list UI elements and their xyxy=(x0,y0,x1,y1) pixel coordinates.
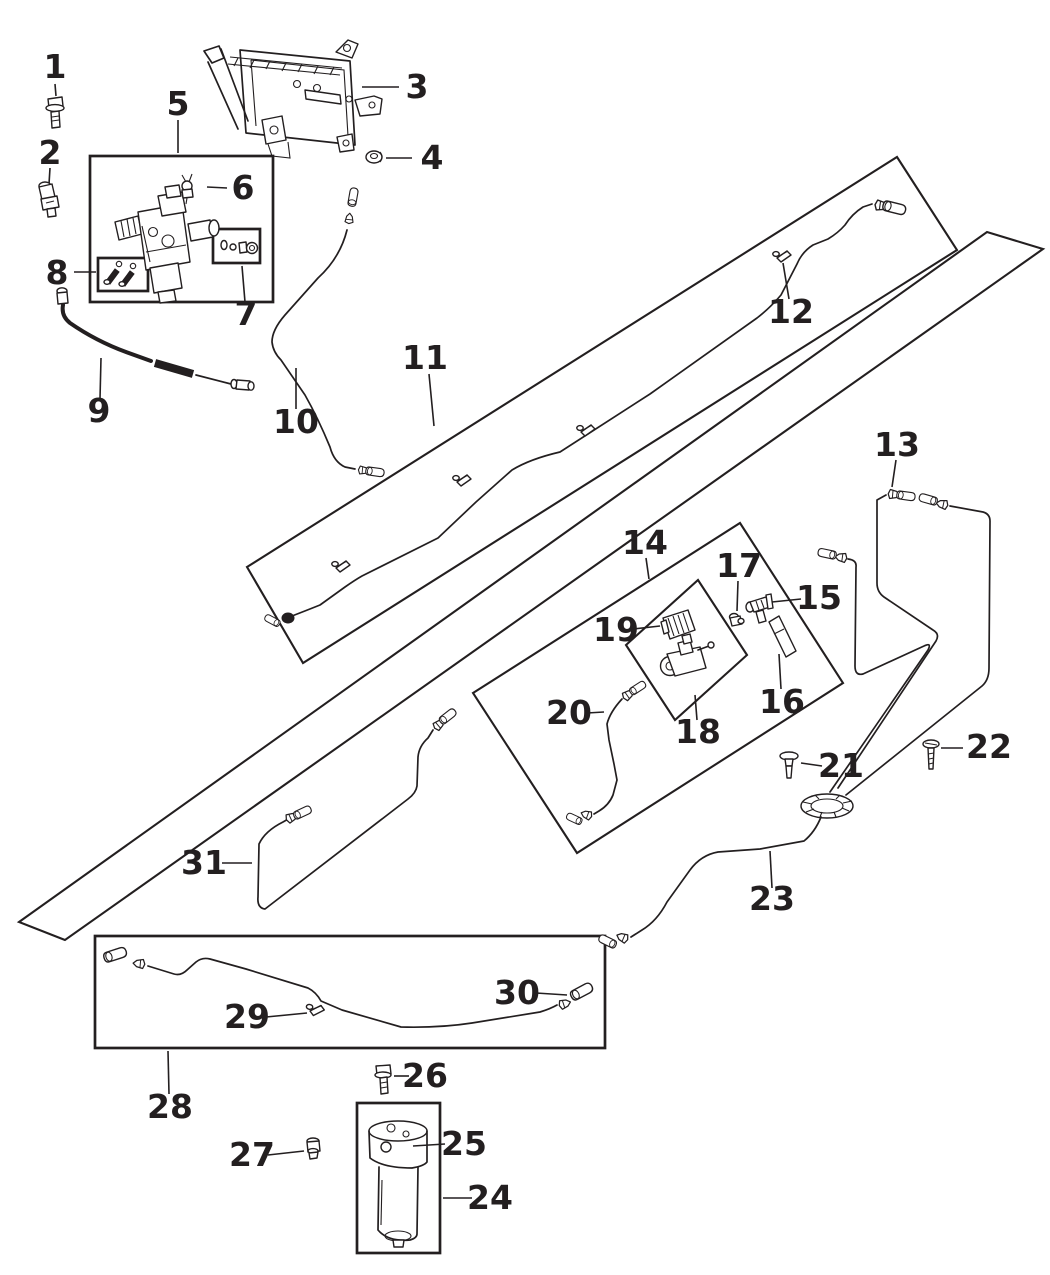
callout-20: 20 xyxy=(546,693,592,732)
callout-8: 8 xyxy=(46,253,69,292)
callout-12: 12 xyxy=(768,292,814,331)
callout-14: 14 xyxy=(622,523,668,562)
box-7 xyxy=(211,227,262,265)
sensor-6 xyxy=(181,173,194,205)
callout-4: 4 xyxy=(421,138,444,177)
screw-22 xyxy=(922,739,940,770)
box-11 xyxy=(245,155,959,665)
clip-29 xyxy=(304,1002,326,1018)
bolt-26 xyxy=(374,1064,392,1095)
callout-7: 7 xyxy=(235,294,258,333)
grommet-4 xyxy=(365,150,383,164)
clip-icon xyxy=(576,424,596,437)
push-pin-21 xyxy=(779,751,799,779)
callout-11: 11 xyxy=(402,338,448,377)
clip-icon xyxy=(331,560,351,573)
fitting-kit-8 xyxy=(103,260,137,288)
callout-5: 5 xyxy=(167,84,190,123)
fuel-hose-9 xyxy=(56,287,255,391)
callout-9: 9 xyxy=(88,391,111,430)
fuel-line-23 xyxy=(597,816,822,950)
fuel-line-11 xyxy=(263,199,908,628)
callout-3: 3 xyxy=(406,67,429,106)
callout-15: 15 xyxy=(796,578,842,617)
elbow-fitting-2 xyxy=(38,181,60,218)
callout-17: 17 xyxy=(716,546,762,585)
seal-kit-7 xyxy=(220,239,259,255)
box-5 xyxy=(88,154,275,304)
callout-2: 2 xyxy=(39,133,62,172)
callout-31: 31 xyxy=(181,843,227,882)
callout-10: 10 xyxy=(273,402,319,441)
callout-6: 6 xyxy=(232,168,255,207)
tube-16 xyxy=(768,615,797,658)
fuel-filter-25 xyxy=(368,1120,428,1248)
connector-19 xyxy=(660,609,696,640)
fuel-tube-10 xyxy=(271,186,386,478)
pump-18 xyxy=(659,633,715,677)
callout-25: 25 xyxy=(441,1124,487,1163)
callout-24: 24 xyxy=(467,1178,513,1217)
box-24 xyxy=(355,1101,442,1255)
fitting-27 xyxy=(306,1137,321,1160)
box-18 xyxy=(624,578,749,722)
frame-rail-outline xyxy=(16,230,1046,942)
callout-18: 18 xyxy=(675,712,721,751)
callout-27: 27 xyxy=(229,1135,275,1174)
clip-12 xyxy=(772,250,792,263)
box-8 xyxy=(96,256,150,293)
box-14 xyxy=(471,521,845,855)
callout-29: 29 xyxy=(224,997,270,1036)
fuel-line-31 xyxy=(257,706,459,910)
callout-19: 19 xyxy=(593,610,639,649)
callout-13: 13 xyxy=(874,425,920,464)
callout-16: 16 xyxy=(759,682,805,721)
callout-21: 21 xyxy=(818,746,864,785)
callout-28: 28 xyxy=(147,1087,193,1126)
cap-30 xyxy=(568,980,595,1002)
pump-module-5 xyxy=(114,184,220,304)
fuel-line-20 xyxy=(564,679,648,826)
leader-lines xyxy=(48,83,963,1199)
callout-23: 23 xyxy=(749,879,795,918)
clip-icon xyxy=(452,474,472,487)
callout-labels: 1 2 3 4 5 6 7 8 9 10 11 12 13 14 15 16 1… xyxy=(39,47,1012,1217)
tee-valve-15 xyxy=(745,593,774,624)
callout-1: 1 xyxy=(44,47,67,86)
fuel-line-13 xyxy=(816,488,991,796)
callout-30: 30 xyxy=(494,973,540,1012)
callout-26: 26 xyxy=(402,1056,448,1095)
callout-22: 22 xyxy=(966,727,1012,766)
floor-grommet-ring xyxy=(800,793,854,819)
bracket-3 xyxy=(203,39,383,159)
flange-bolt-1 xyxy=(45,96,65,129)
nut-17 xyxy=(728,612,745,627)
box-28 xyxy=(93,934,607,1050)
fuel-line-28 xyxy=(101,945,595,1028)
